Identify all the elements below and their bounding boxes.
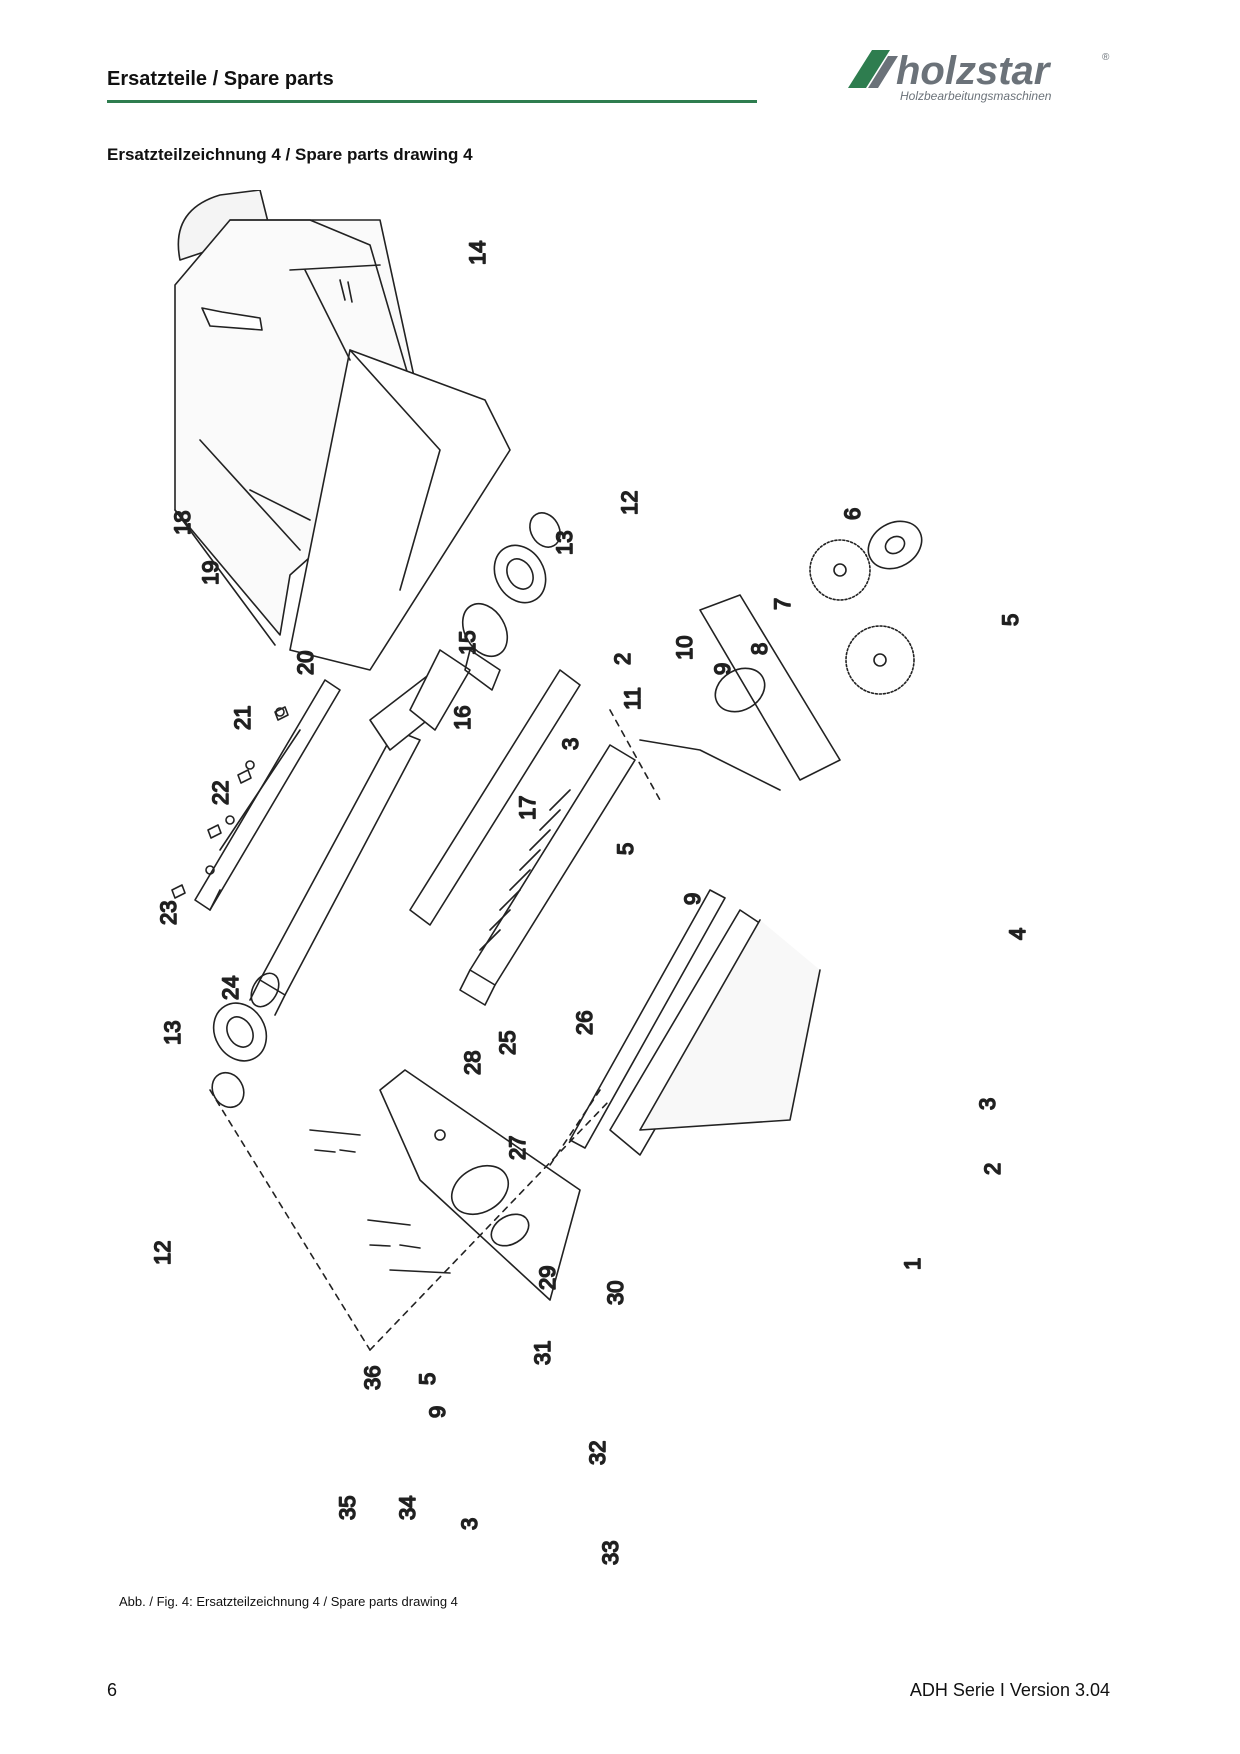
callout-label: 10 — [672, 636, 697, 660]
callout-label: 9 — [425, 1406, 450, 1418]
callout-label: 7 — [770, 598, 795, 610]
callout-label: 2 — [980, 1163, 1005, 1175]
guard-rail — [194, 679, 341, 911]
callout-labels: 14 18 19 20 21 22 23 24 13 12 16 15 17 3… — [149, 240, 1031, 1566]
cutter-block — [249, 649, 501, 1016]
document-version: ADH Serie I Version 3.04 — [909, 1680, 1110, 1700]
callout-label: 5 — [998, 614, 1023, 626]
callout-label: 32 — [585, 1441, 610, 1465]
page-number: 6 — [107, 1680, 118, 1700]
callout-label: 26 — [572, 1011, 597, 1035]
callout-label: 3 — [975, 1098, 1000, 1110]
callout-label: 8 — [747, 643, 772, 655]
page-header-title: Ersatzteile / Spare parts — [107, 68, 334, 90]
dashed-leaders — [209, 709, 661, 1351]
right-side-frame — [639, 594, 841, 791]
hood-cover — [174, 190, 511, 671]
hood-bracket — [201, 307, 263, 331]
callout-label: 13 — [160, 1021, 185, 1045]
callout-label: 12 — [617, 491, 642, 515]
springs-and-bolts — [309, 1129, 451, 1274]
callout-label: 19 — [198, 561, 223, 585]
callout-label: 24 — [218, 976, 243, 1000]
drawing-title: Ersatzteilzeichnung 4 / Spare parts draw… — [107, 145, 473, 164]
callout-label: 9 — [680, 893, 705, 905]
sprockets — [809, 520, 923, 695]
callout-label: 27 — [505, 1136, 530, 1160]
left-screws — [171, 706, 289, 899]
callout-label: 11 — [620, 687, 645, 710]
callout-label: 17 — [515, 796, 540, 820]
holzstar-logo: holzstar ® Holzbearbeitungsmaschinen — [848, 49, 1110, 103]
callout-label: 18 — [170, 511, 195, 535]
callout-label: 12 — [150, 1241, 175, 1265]
callout-label: 9 — [710, 663, 735, 675]
left-bearings — [211, 512, 561, 1109]
callout-label: 25 — [495, 1031, 520, 1055]
logo-text: holzstar — [896, 49, 1052, 93]
callout-label: 3 — [457, 1518, 482, 1530]
callout-label: 23 — [156, 901, 181, 925]
left-side-frame — [379, 1069, 581, 1301]
callout-label: 6 — [840, 508, 865, 520]
callout-label: 22 — [208, 781, 233, 805]
flat-bar — [409, 669, 581, 926]
callout-label: 13 — [552, 531, 577, 555]
callout-label: 30 — [603, 1281, 628, 1305]
callout-label: 34 — [395, 1496, 420, 1520]
logo-mark-icon — [848, 50, 898, 88]
logo-registered: ® — [1102, 52, 1110, 63]
callout-label: 28 — [460, 1051, 485, 1075]
callout-label: 2 — [610, 653, 635, 665]
callout-label: 5 — [415, 1373, 440, 1385]
logo-tagline: Holzbearbeitungsmaschinen — [900, 89, 1052, 103]
callout-label: 4 — [1005, 928, 1030, 940]
callout-label: 33 — [598, 1541, 623, 1565]
guard-plate — [639, 919, 821, 1131]
callout-label: 29 — [535, 1266, 560, 1290]
exploded-parts-drawing: 14 18 19 20 21 22 23 24 13 12 16 15 17 3… — [149, 190, 1031, 1566]
infeed-roller — [459, 744, 636, 1006]
callout-label: 5 — [613, 843, 638, 855]
callout-label: 15 — [455, 631, 480, 655]
callout-label: 3 — [558, 738, 583, 750]
callout-label: 20 — [293, 651, 318, 675]
callout-label: 36 — [360, 1366, 385, 1390]
callout-label: 35 — [335, 1496, 360, 1520]
callout-label: 31 — [530, 1341, 555, 1365]
figure-caption: Abb. / Fig. 4: Ersatzteilzeichnung 4 / S… — [119, 1594, 458, 1609]
callout-label: 21 — [230, 706, 255, 730]
callout-label: 16 — [450, 706, 475, 730]
callout-label: 14 — [465, 241, 490, 265]
callout-label: 1 — [900, 1258, 925, 1270]
header-divider — [107, 100, 757, 103]
